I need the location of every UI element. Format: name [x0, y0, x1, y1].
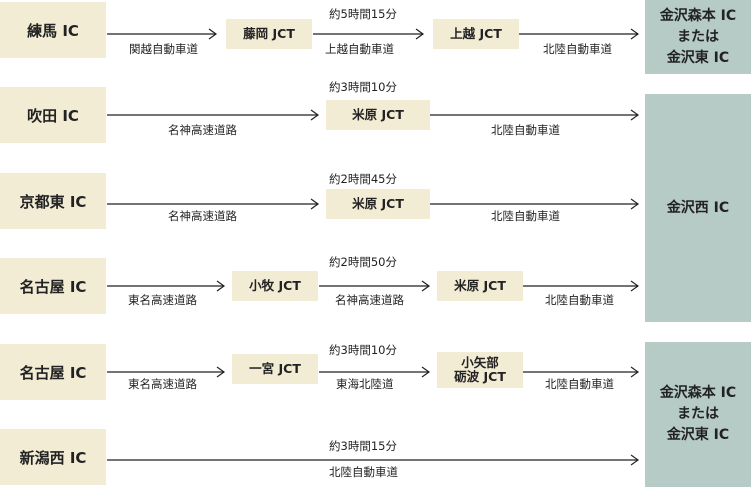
junction-label: 一宮 JCT: [249, 360, 301, 376]
destination-name: 金沢森本 IC: [659, 385, 737, 401]
origin-ic: 新潟西 IC: [0, 429, 106, 485]
destination-box-top: 金沢森本 IC または 金沢東 IC: [645, 0, 751, 74]
travel-time: 約3時間10分: [329, 343, 397, 357]
road-name: 東名高速道路: [128, 293, 197, 307]
arrowhead: [310, 198, 320, 210]
junction-box: 一宮 JCT: [232, 354, 318, 384]
arrowhead: [310, 109, 320, 121]
junction-label: 米原 JCT: [454, 277, 506, 293]
origin-label: 京都東 IC: [19, 192, 87, 211]
travel-time: 約5時間15分: [329, 7, 397, 21]
travel-time: 約2時間50分: [329, 255, 397, 269]
junction-box: 米原 JCT: [326, 100, 430, 130]
travel-time: 約2時間45分: [329, 172, 397, 186]
destination-or: または: [677, 28, 719, 45]
road-name: 名神高速道路: [335, 293, 404, 307]
arrowhead: [421, 280, 431, 292]
origin-ic: 練馬 IC: [0, 2, 106, 58]
road-name: 北陸自動車道: [491, 123, 560, 137]
arrowhead: [421, 366, 431, 378]
road-name: 上越自動車道: [325, 42, 394, 56]
arrowhead: [415, 28, 425, 40]
junction-box: 藤岡 JCT: [226, 19, 312, 49]
junction-box: 米原 JCT: [326, 189, 430, 219]
arrowhead: [630, 454, 640, 466]
destination-name: 金沢森本 IC: [659, 7, 737, 24]
junction-label: 米原 JCT: [352, 195, 404, 211]
junction-label: 砺波 JCT: [454, 369, 506, 384]
arrowhead: [630, 109, 640, 121]
junction-label: 藤岡 JCT: [243, 25, 295, 41]
road-name: 北陸自動車道: [491, 209, 560, 223]
road-name: 北陸自動車道: [545, 293, 614, 307]
junction-label: 米原 JCT: [352, 106, 404, 122]
arrowhead: [630, 366, 640, 378]
origin-label: 練馬 IC: [27, 21, 79, 40]
destination-name: 金沢東 IC: [666, 427, 730, 443]
arrowhead: [630, 280, 640, 292]
origin-ic: 名古屋 IC: [0, 258, 106, 314]
origin-ic: 名古屋 IC: [0, 344, 106, 400]
origin-ic: 吹田 IC: [0, 87, 106, 143]
arrowhead: [216, 366, 226, 378]
origin-label: 吹田 IC: [27, 106, 79, 125]
arrowhead: [208, 28, 218, 40]
travel-time: 約3時間15分: [329, 439, 397, 453]
arrowhead: [216, 280, 226, 292]
origin-label: 名古屋 IC: [19, 363, 87, 382]
junction-label: 上越 JCT: [450, 25, 502, 41]
junction-label: 小矢部: [461, 354, 499, 370]
road-name: 北陸自動車道: [543, 42, 612, 56]
destination-name: 金沢西 IC: [666, 199, 730, 216]
road-name: 東名高速道路: [128, 377, 197, 391]
road-name: 関越自動車道: [129, 42, 198, 56]
destination-box-middle: 金沢西 IC: [645, 94, 751, 322]
destination-or: または: [677, 406, 719, 422]
origin-ic: 京都東 IC: [0, 173, 106, 229]
junction-box: 小牧 JCT: [232, 271, 318, 301]
road-name: 北陸自動車道: [329, 465, 398, 479]
junction-box: 上越 JCT: [433, 19, 519, 49]
road-name: 東海北陸道: [336, 377, 394, 391]
destination-name: 金沢東 IC: [666, 49, 730, 66]
origin-label: 新潟西 IC: [19, 448, 87, 467]
junction-box: 小矢部 砺波 JCT: [437, 352, 523, 388]
origin-label: 名古屋 IC: [19, 277, 87, 296]
road-name: 北陸自動車道: [545, 377, 614, 391]
arrowhead: [630, 198, 640, 210]
travel-time: 約3時間10分: [329, 80, 397, 94]
road-name: 名神高速道路: [168, 209, 237, 223]
arrowhead: [630, 28, 640, 40]
destination-box-bottom: 金沢森本 IC または 金沢東 IC: [645, 342, 751, 487]
junction-label: 小牧 JCT: [249, 277, 301, 293]
junction-box: 米原 JCT: [437, 271, 523, 301]
road-name: 名神高速道路: [168, 123, 237, 137]
